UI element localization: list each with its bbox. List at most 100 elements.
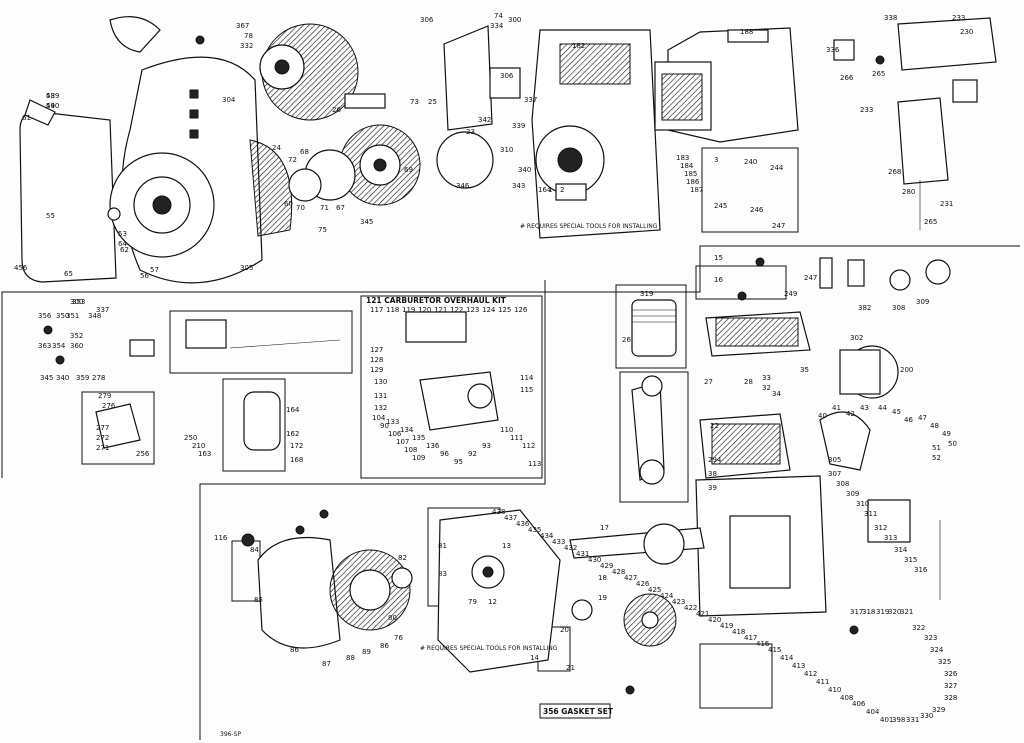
part-number-label: 35	[800, 366, 809, 374]
part-number-label: 345	[360, 218, 373, 226]
part-number-label: 125	[498, 306, 511, 314]
part-number-label: 338	[884, 14, 897, 22]
part-number-label: 329	[932, 706, 945, 714]
part-number-label: 323	[924, 634, 937, 642]
part-number-label: 277	[96, 424, 109, 432]
part-number-label: 26	[622, 336, 631, 344]
part-number-label: 302	[850, 334, 863, 342]
part-number-label: 310	[856, 500, 869, 508]
part-number-label: 359	[76, 374, 89, 382]
part-number-label: 85	[254, 596, 263, 604]
part-number-label: 33	[762, 374, 771, 382]
part-number-label: 278	[92, 374, 105, 382]
part-number-label: 64	[118, 240, 127, 248]
intake-elbow	[819, 411, 871, 471]
part-number-label: 12	[488, 598, 497, 606]
part-number-label: 337	[96, 306, 109, 314]
flywheel-center	[373, 158, 387, 172]
bolt-7	[875, 55, 885, 65]
main-bearing	[571, 599, 593, 621]
fuel-tank-group	[654, 27, 799, 143]
part-number-label: 433	[552, 538, 565, 546]
part-number-label: 200	[900, 366, 913, 374]
part-number-label: 345	[40, 374, 53, 382]
starter-motor-housing	[257, 536, 341, 649]
part-number-label: 46	[904, 416, 913, 424]
sump-cover	[437, 509, 561, 673]
part-number-label: 68	[300, 148, 309, 156]
part-number-label: 13	[502, 542, 511, 550]
part-number-label: 61	[22, 114, 31, 122]
bolt-9	[55, 355, 65, 365]
part-number-label: 40	[818, 412, 827, 420]
part-number-label: 276	[102, 402, 116, 410]
part-number-label: 321	[900, 608, 913, 616]
part-number-label: 247	[804, 274, 817, 282]
part-number-label: 420	[708, 616, 721, 624]
part-number-label: 316	[914, 566, 928, 574]
part-number-label: 69	[404, 166, 413, 174]
recoil-starter-cover	[19, 111, 117, 283]
part-number-label: 22	[710, 422, 719, 430]
bolt-6	[849, 625, 859, 635]
part-number-label: 52	[932, 454, 941, 462]
part-number-label: 188	[740, 28, 753, 36]
part-number-label: 86	[380, 642, 389, 650]
part-number-label: 265	[924, 218, 937, 226]
part-number-label: 231	[940, 200, 953, 208]
rotating-screen	[249, 139, 293, 237]
sump-group	[437, 509, 561, 673]
crankcase-opening	[729, 515, 791, 589]
starter-washer	[391, 567, 413, 589]
part-number-label: 353	[72, 298, 85, 306]
bearing-center	[557, 147, 583, 173]
blower-housing-group	[19, 56, 293, 284]
air-cleaner-box	[222, 378, 286, 472]
part-number-label: 245	[714, 202, 727, 210]
part-number-label: 348	[88, 312, 101, 320]
starter-bolt	[241, 533, 255, 547]
part-number-label: 244	[770, 164, 784, 172]
part-number-label: 363	[38, 342, 51, 350]
part-number-label: 123	[466, 306, 479, 314]
part-number-label: 305	[828, 456, 841, 464]
part-number-label: 327	[944, 682, 957, 690]
part-number-label: 185	[684, 170, 697, 178]
part-number-label: 414	[780, 654, 794, 662]
part-number-label: 404	[866, 708, 880, 716]
carb-gasket	[129, 339, 155, 357]
part-number-label: 131	[374, 392, 387, 400]
part-number-label: 233	[860, 106, 873, 114]
part-number-label: 431	[576, 550, 589, 558]
part-number-label: 25	[428, 98, 437, 106]
part-number-label: 314	[894, 546, 908, 554]
part-number-label: 16	[714, 276, 723, 284]
part-number-label: 38	[708, 470, 717, 478]
part-number-label: 80	[388, 614, 397, 622]
fasteners	[43, 35, 885, 695]
part-number-label: 307	[828, 470, 841, 478]
part-number-label: 306	[420, 16, 434, 24]
throttle-bracket	[185, 319, 227, 349]
part-number-label: 401	[880, 716, 893, 724]
part-number-label: 121	[434, 306, 447, 314]
part-number-label: 106	[388, 430, 402, 438]
part-number-label: 129	[370, 366, 383, 374]
muffler-elbow	[952, 79, 978, 103]
part-number-label: 432	[564, 544, 577, 552]
part-number-label: 280	[902, 188, 915, 196]
part-number-label: 310	[500, 146, 513, 154]
breaker-cover	[443, 25, 493, 131]
part-number-label: 84	[250, 546, 259, 554]
part-number-label: 49	[942, 430, 951, 438]
engine-block-group	[695, 411, 941, 617]
part-number-label: 119	[402, 306, 415, 314]
part-number-label: 319	[876, 608, 889, 616]
part-number-label: 382	[858, 304, 871, 312]
part-number-label: 1	[548, 186, 552, 194]
head-fins	[715, 317, 799, 347]
oil-seal-center	[482, 566, 494, 578]
part-number-label: 114	[520, 374, 534, 382]
part-number-label: 308	[836, 480, 849, 488]
